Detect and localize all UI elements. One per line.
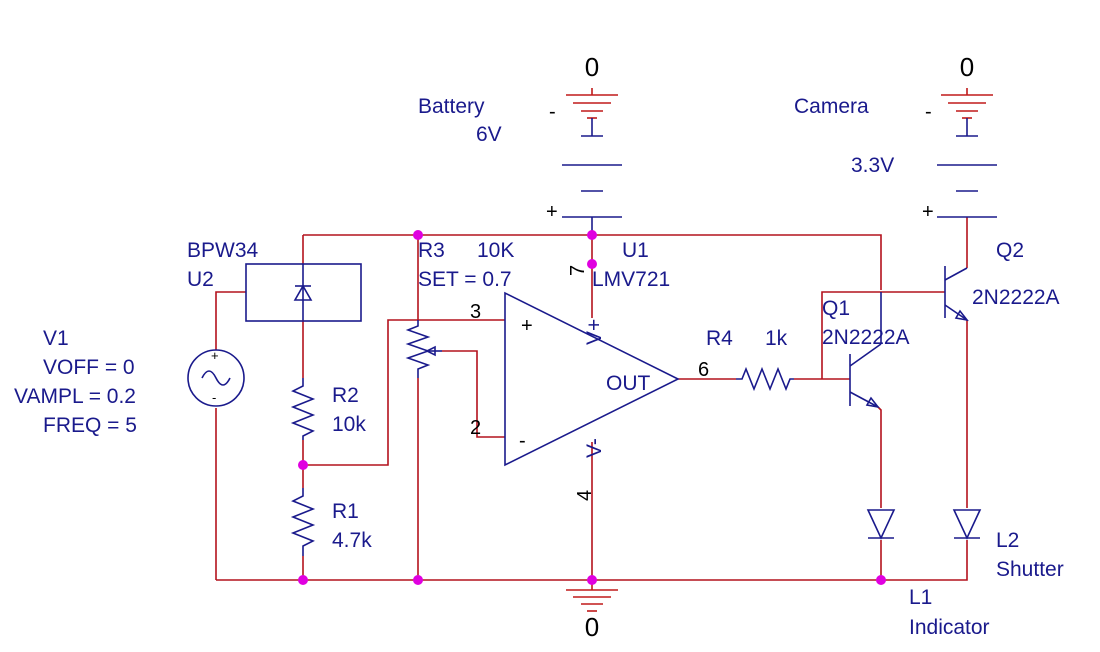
top-supply-rail bbox=[303, 234, 882, 290]
q1-part: 2N2222A bbox=[822, 326, 910, 349]
l2-ref: L2 bbox=[996, 529, 1019, 552]
l1-led bbox=[866, 509, 896, 540]
v1-vampl: VAMPL = 0.2 bbox=[14, 385, 136, 408]
camera-plus: + bbox=[922, 201, 934, 223]
u1-ref: U1 bbox=[622, 239, 649, 262]
r1-resistor bbox=[290, 488, 316, 556]
q2-ref: Q2 bbox=[996, 239, 1024, 262]
camera-value: 3.3V bbox=[851, 154, 894, 177]
u1-vminus-label: V- bbox=[583, 438, 606, 458]
ground-label-battery: 0 bbox=[585, 52, 599, 82]
u1-vplus-label: V+ bbox=[583, 319, 606, 345]
u1-in-plus: + bbox=[521, 315, 533, 337]
battery-symbol bbox=[562, 118, 622, 235]
l1-name: Indicator bbox=[909, 616, 990, 639]
r2-value: 10k bbox=[332, 413, 366, 436]
r3-set: SET = 0.7 bbox=[418, 268, 512, 291]
u1-pin-6: 6 bbox=[698, 359, 709, 381]
camera-minus: - bbox=[925, 101, 932, 123]
u2-part: BPW34 bbox=[187, 239, 259, 262]
battery-minus: - bbox=[549, 101, 556, 123]
r1-ref: R1 bbox=[332, 500, 359, 523]
q2-part: 2N2222A bbox=[972, 286, 1060, 309]
wire-wiper-to-inv-input bbox=[442, 350, 505, 438]
q2-transistor bbox=[944, 266, 969, 322]
v1-minus: - bbox=[212, 390, 216, 405]
u2-photodiode bbox=[245, 263, 362, 322]
r2-resistor bbox=[290, 378, 316, 440]
l1-ref: L1 bbox=[909, 586, 932, 609]
wire-q1-to-l1 bbox=[877, 406, 882, 508]
ground-rail bbox=[216, 540, 968, 581]
v1-ref: V1 bbox=[43, 327, 69, 350]
junction-dots bbox=[298, 230, 886, 585]
u2-ref: U2 bbox=[187, 268, 214, 291]
u1-pin-7: 7 bbox=[567, 265, 589, 276]
r3-potentiometer bbox=[405, 320, 442, 378]
l2-name: Shutter bbox=[996, 558, 1064, 581]
r4-resistor bbox=[736, 366, 794, 392]
u1-pin-3: 3 bbox=[470, 301, 481, 323]
battery-name: Battery bbox=[418, 95, 485, 118]
r4-value: 1k bbox=[765, 327, 788, 350]
camera-name: Camera bbox=[794, 95, 869, 118]
v1-plus: + bbox=[211, 348, 219, 363]
wires bbox=[215, 217, 968, 581]
ground-top-battery bbox=[566, 88, 618, 119]
battery-value: 6V bbox=[476, 123, 502, 146]
camera-battery-symbol bbox=[937, 118, 997, 218]
u1-out-label: OUT bbox=[606, 372, 651, 395]
battery-plus: + bbox=[546, 201, 558, 223]
v1-freq: FREQ = 5 bbox=[43, 414, 137, 437]
r3-ref: R3 bbox=[418, 239, 445, 262]
ground-label-camera: 0 bbox=[960, 52, 974, 82]
q1-ref: Q1 bbox=[822, 297, 850, 320]
r2-ref: R2 bbox=[332, 384, 359, 407]
r1-value: 4.7k bbox=[332, 529, 372, 552]
v1-voff: VOFF = 0 bbox=[43, 356, 135, 379]
u1-opamp bbox=[504, 291, 680, 467]
l2-led bbox=[952, 509, 982, 540]
u1-part: LMV721 bbox=[592, 268, 670, 291]
u1-in-minus: - bbox=[519, 430, 526, 452]
r3-value: 10K bbox=[477, 239, 514, 262]
ground-top-camera bbox=[941, 88, 993, 119]
u1-pin-2: 2 bbox=[470, 417, 481, 439]
wire-divider-to-pin3 bbox=[303, 319, 418, 466]
u1-pin-4: 4 bbox=[574, 490, 596, 501]
wire-v1-to-u2 bbox=[215, 291, 246, 350]
r4-ref: R4 bbox=[706, 327, 733, 350]
ground-label-bottom: 0 bbox=[585, 612, 599, 642]
v1-sine-source-icon bbox=[187, 349, 245, 407]
wire-to-q2-base bbox=[821, 291, 945, 379]
q1-transistor bbox=[849, 292, 882, 409]
